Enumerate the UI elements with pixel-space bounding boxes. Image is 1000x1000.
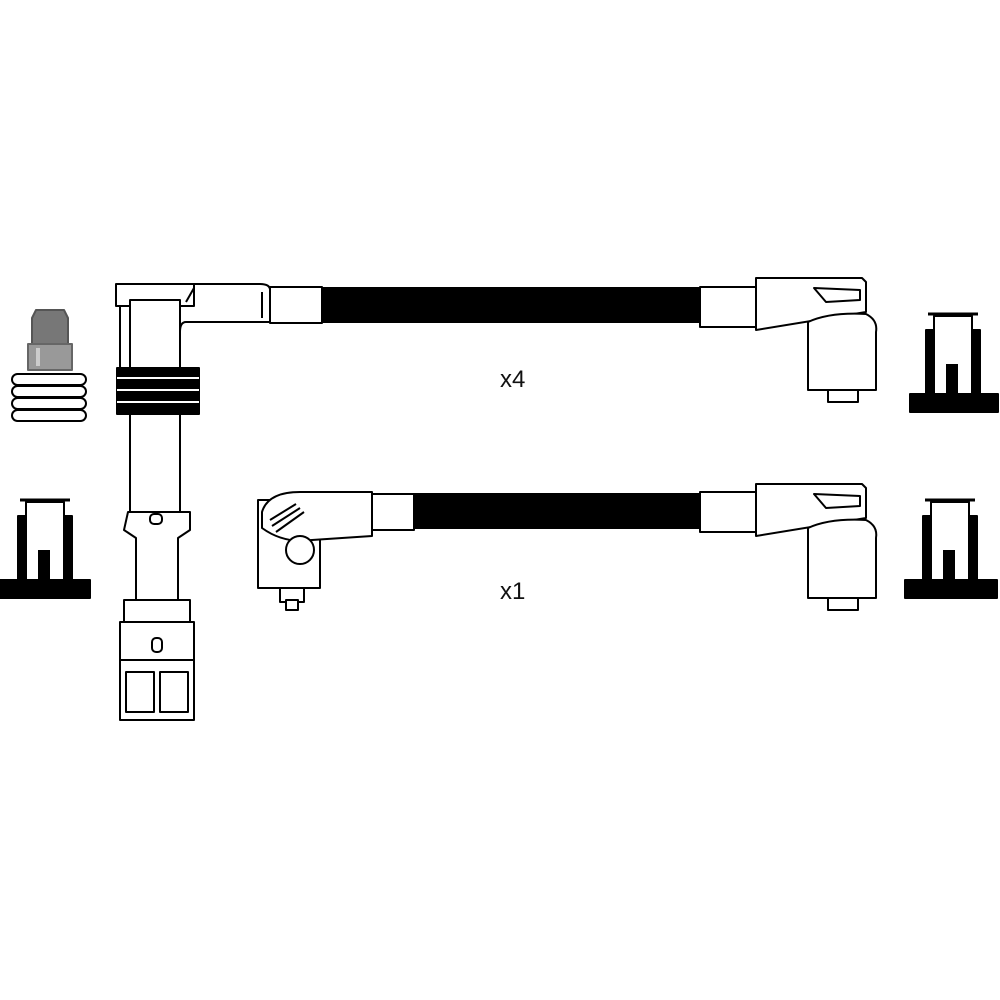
terminal-clip-icon-bottom-right	[904, 498, 998, 599]
terminal-clip-icon-top-right	[909, 312, 999, 413]
quantity-label-lower-lead: x1	[500, 578, 526, 605]
terminal-clip-icon-left	[0, 498, 91, 599]
spark-plug-icon	[11, 309, 87, 422]
quantity-label-upper-lead: x4	[500, 366, 526, 393]
ignition-lead-upper	[115, 277, 878, 721]
ignition-lead-lower	[257, 483, 878, 611]
